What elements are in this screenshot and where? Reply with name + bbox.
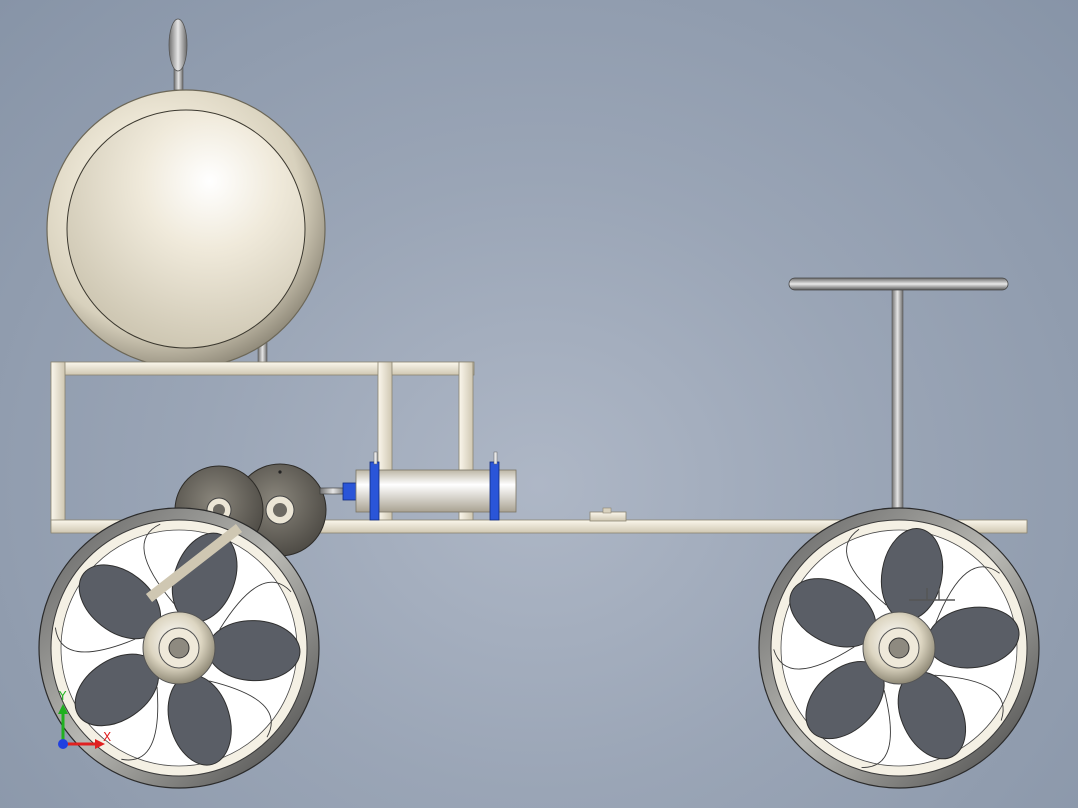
cylinder-bracket-front (369, 461, 380, 521)
piston-rod (319, 487, 347, 495)
pulley-large-bore (273, 503, 287, 517)
coordinate-triad: X Y (58, 689, 111, 749)
pulley-pin (278, 470, 282, 474)
rear-spoke-openings (74, 532, 301, 766)
front-steering-link (909, 588, 955, 601)
cylinder-port-front (373, 451, 378, 465)
cylinder-bracket-rear (489, 461, 500, 521)
tank-end-cap (66, 109, 306, 349)
rear-wheel[interactable] (38, 507, 320, 789)
cylinder-port-rear (493, 451, 498, 465)
front-axle (888, 637, 910, 659)
y-axis-arrow (58, 704, 68, 714)
cylinder-nose (342, 482, 358, 501)
steering-wheel[interactable] (788, 277, 1009, 521)
steering-column (891, 287, 904, 521)
frame-top-rail (50, 361, 475, 376)
front-spoke-openings (789, 528, 1020, 760)
steering-rim[interactable] (788, 277, 1009, 291)
front-spoke-arcs (773, 528, 1004, 769)
cylinder-barrel (355, 469, 517, 513)
rear-axle (168, 637, 190, 659)
frame-bracket-tab (602, 507, 612, 514)
pneumatic-cylinder[interactable] (319, 451, 517, 521)
pressure-tank[interactable] (46, 18, 326, 369)
x-axis-label: X (103, 730, 111, 744)
front-wheel[interactable] (758, 507, 1040, 789)
rear-strut (145, 524, 243, 602)
x-axis-arrow (95, 739, 105, 749)
frame-bracket (589, 511, 627, 522)
tank-valve-knob[interactable] (168, 18, 188, 72)
y-axis-label: Y (58, 689, 67, 703)
z-axis-dot (58, 739, 68, 749)
frame-left-post (50, 361, 66, 533)
